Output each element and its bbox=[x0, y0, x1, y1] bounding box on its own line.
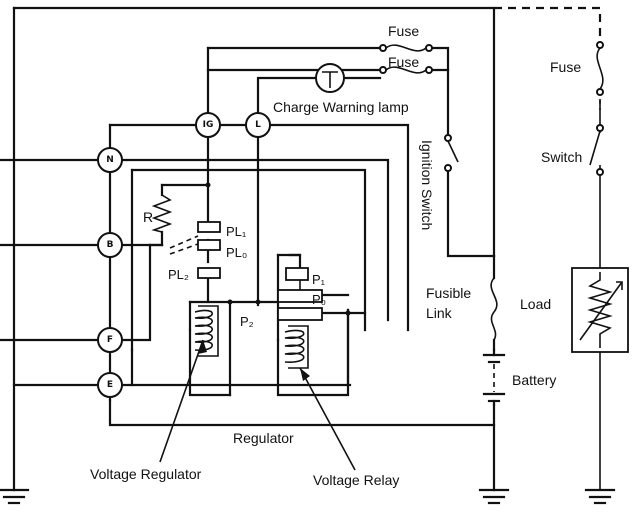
fuse-second-label: Fuse bbox=[388, 54, 419, 70]
voltage-regulator-label: Voltage Regulator bbox=[90, 466, 202, 482]
ignition-switch-icon bbox=[444, 134, 459, 172]
ignition-switch-label: Ignition Switch bbox=[419, 140, 435, 230]
load-circuit-wiring bbox=[494, 6, 602, 490]
battery-icon bbox=[482, 348, 506, 407]
p2-label: P₂ bbox=[240, 314, 254, 329]
pl2-contact bbox=[197, 267, 221, 279]
terminal-e-label: E bbox=[107, 380, 113, 390]
pl0-contact bbox=[169, 235, 221, 255]
resistor-label: R bbox=[143, 209, 153, 225]
fuse-top-label: Fuse bbox=[388, 23, 419, 39]
switch-icon bbox=[589, 124, 604, 176]
pl2-label: PL₂ bbox=[168, 267, 189, 282]
fusible-link-icon bbox=[490, 277, 498, 352]
resistor-r-icon bbox=[151, 194, 173, 233]
terminal-l: L bbox=[245, 112, 271, 138]
junction-dots bbox=[205, 182, 351, 316]
fuse-second bbox=[379, 66, 433, 74]
fuse-right bbox=[596, 41, 604, 96]
ground-symbol-load bbox=[584, 488, 616, 505]
pl1-contact bbox=[197, 221, 221, 233]
p1-label: P₁ bbox=[312, 272, 326, 287]
terminal-e: E bbox=[97, 372, 123, 398]
p1-contact bbox=[285, 253, 309, 281]
voltage-relay-arrow bbox=[299, 367, 356, 471]
terminal-b-label: B bbox=[107, 240, 114, 250]
fuse-right-label: Fuse bbox=[550, 59, 581, 75]
terminal-n: N bbox=[97, 147, 123, 173]
terminal-l-label: L bbox=[255, 120, 261, 130]
p0-contact bbox=[277, 280, 323, 321]
ground-symbol-battery bbox=[478, 488, 510, 505]
voltage-relay-label: Voltage Relay bbox=[313, 472, 399, 488]
charge-warning-lamp-label: Charge Warning lamp bbox=[273, 99, 409, 115]
p0-label: P₀ bbox=[312, 292, 326, 307]
voltage-relay-coil-icon bbox=[284, 325, 309, 369]
charge-warning-lamp-icon bbox=[315, 63, 345, 93]
pl0-label: PL₀ bbox=[226, 245, 247, 260]
voltage-regulator-coil-icon bbox=[194, 305, 219, 357]
ground-symbol-left bbox=[0, 488, 30, 505]
main-wiring bbox=[0, 6, 496, 492]
regulator-label: Regulator bbox=[233, 430, 294, 446]
voltage-regulator-arrow bbox=[159, 339, 207, 463]
terminal-ig-label: IG bbox=[203, 120, 214, 130]
pl1-label: PL₁ bbox=[226, 224, 247, 239]
link-label: Link bbox=[426, 305, 453, 321]
fusible-label: Fusible bbox=[426, 285, 471, 301]
switch-label: Switch bbox=[541, 149, 582, 165]
terminal-ig: IG bbox=[195, 112, 221, 138]
load-icon bbox=[571, 267, 629, 353]
terminal-b: B bbox=[97, 232, 123, 258]
load-label: Load bbox=[520, 296, 551, 312]
terminal-f-label: F bbox=[107, 335, 113, 345]
fuse-top bbox=[379, 44, 433, 52]
terminal-n-label: N bbox=[106, 155, 114, 165]
terminal-f: F bbox=[97, 327, 123, 353]
battery-label: Battery bbox=[512, 372, 556, 388]
